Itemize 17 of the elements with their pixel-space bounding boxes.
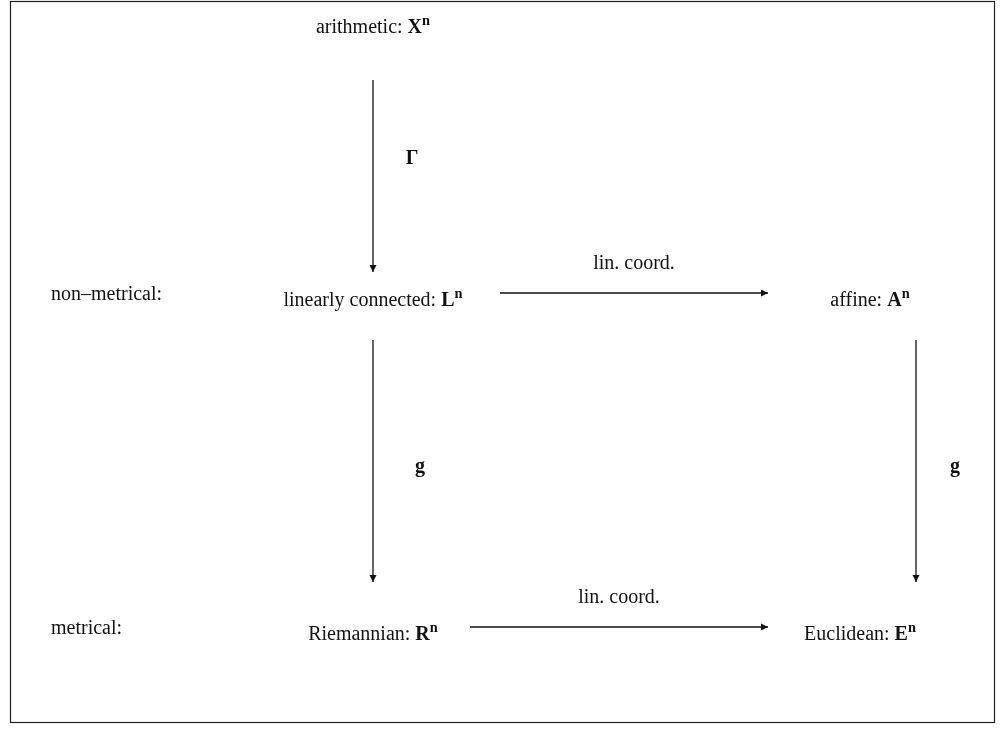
math-label: Euclidean: E$^{n}$ [768, 582, 990, 690]
math-label: affine: A$^{n}$ [768, 272, 990, 340]
math-label: Riemannian: R$^{n}$ [276, 582, 470, 690]
edge-label: lin. coord. [592, 249, 676, 275]
arrow [469, 623, 769, 631]
math-label: arithmetic: X$^{n}$ [300, 4, 446, 80]
edge-label: Γ [404, 144, 420, 170]
row-label: non–metrical: [50, 280, 164, 306]
arrow [369, 79, 377, 273]
arrow [369, 339, 377, 583]
edge-label: lin. coord. [577, 583, 661, 609]
math-label: linearly connected: L$^{n}$ [258, 272, 500, 340]
row-label: metrical: [50, 614, 124, 640]
arrow [912, 339, 920, 583]
arrow [499, 289, 769, 297]
edge-label: g [414, 452, 426, 479]
edge-label: g [949, 452, 961, 479]
